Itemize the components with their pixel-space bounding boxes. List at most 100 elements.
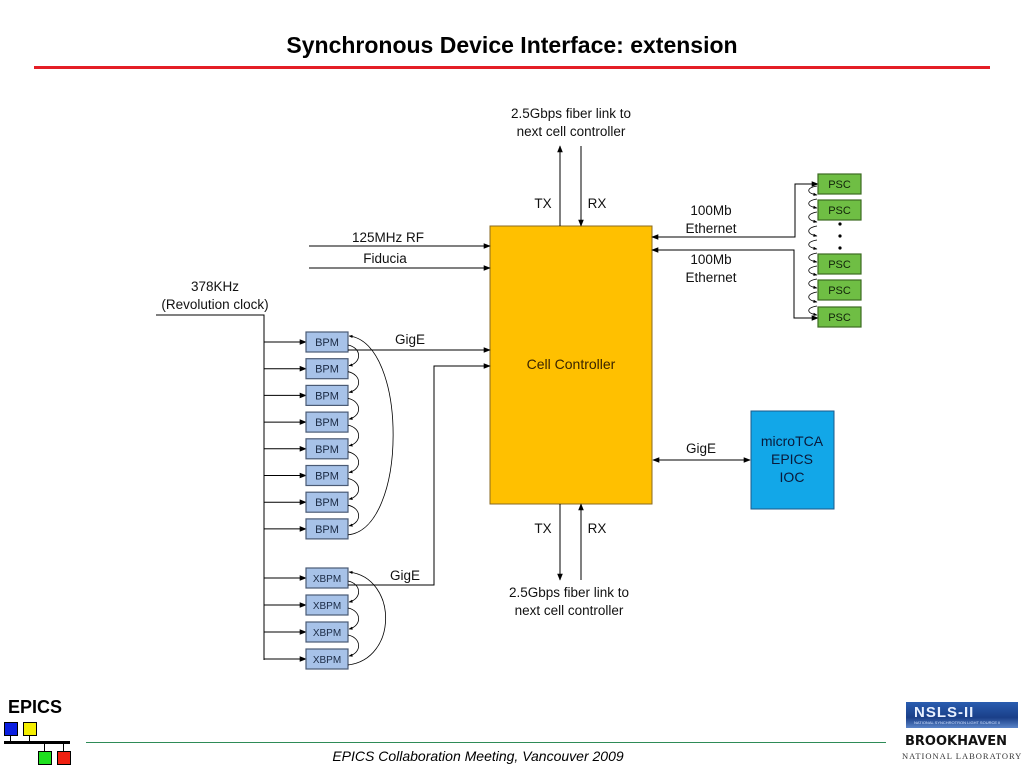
bpm-label: BPM [315,337,339,349]
psc-daisy-link [808,305,818,316]
ethernet-1-link [651,181,819,240]
ioc-label-line1: microTCA [761,433,824,449]
psc-label: PSC [828,312,851,324]
psc-box [817,173,862,195]
fiducia-label: Fiducia [363,251,407,266]
ethernet-1-label-line2: Ethernet [685,221,736,236]
microtca-ioc-box [750,410,835,510]
epics-logo-stub [10,735,11,741]
rev-clock-label-line2: (Revolution clock) [161,297,268,312]
psc-ellipsis-dot [838,246,842,250]
xbpm-box [305,621,349,643]
ethernet-2-link [651,247,819,321]
epics-logo: EPICS [4,697,74,767]
bpm-box [305,358,349,380]
psc-ellipsis-dot [838,222,842,226]
psc-label: PSC [828,205,851,217]
bottom-link-label-line1: 2.5Gbps fiber link to [509,585,629,600]
epics-logo-bus [4,741,70,744]
xbpm-gige-arrow [348,363,491,586]
xbpm-box [305,648,349,670]
rf-label: 125MHz RF [352,230,424,245]
xbpm-gige-label: GigE [390,568,420,583]
psc-daisy-link [808,239,818,250]
psc-daisy-link [808,252,818,263]
bnl-nsls-logo: NSLS-II NATIONAL SYNCHROTRON LIGHT SOURC… [900,702,1024,768]
top-link-label-line2: next cell controller [517,124,626,139]
bpm-box [305,438,349,460]
psc-daisy-link [808,225,818,237]
epics-logo-stub [63,744,64,751]
bpm-box [305,411,349,433]
xbpm-loop-link [347,570,387,666]
brookhaven-logo-subtitle: NATIONAL LABORATORY [902,751,1023,761]
xbpm-box [305,567,349,589]
bpm-daisy-link [347,398,360,420]
brookhaven-logo-text: BROOKHAVEN [905,734,1007,749]
bottom-tx-label: TX [534,521,551,536]
bpm-daisy-link [347,504,360,527]
cell-controller-box [489,225,653,505]
bpm-daisy-link [347,344,360,367]
bpm-daisy-link [347,478,360,500]
xbpm-label: XBPM [313,601,341,612]
psc-box [817,279,862,301]
bpm-box [305,331,349,353]
psc-daisy-link [808,278,818,289]
ethernet-1-label-line1: 100Mb [690,203,731,218]
bpm-daisy-link [347,451,360,474]
psc-ellipsis-dot [838,234,842,238]
block-diagram: Cell Controller 2.5Gbps fiber link to ne… [156,106,862,670]
bpm-label: BPM [315,524,339,536]
epics-logo-red-square [57,751,71,765]
epics-logo-stub [44,744,45,751]
bpm-box [305,518,349,540]
epics-logo-blue-square [4,722,18,736]
psc-daisy-link [808,291,818,303]
psc-label: PSC [828,259,851,271]
ethernet-2-label-line2: Ethernet [685,270,736,285]
rev-clock-bus [156,314,265,660]
top-rx-label: RX [588,196,607,211]
psc-daisy-link [808,211,818,223]
top-link-label-line1: 2.5Gbps fiber link to [511,106,631,121]
psc-box [817,306,862,328]
bpm-label: BPM [315,471,339,483]
psc-daisy-link [808,185,818,196]
bpm-loop-link [347,334,394,536]
bpm-daisy-link [347,371,360,394]
psc-daisy-link [808,265,818,276]
cell-controller-label: Cell Controller [527,356,616,372]
xbpm-daisy-link [347,607,360,630]
epics-logo-green-square [38,751,52,765]
bpm-box [305,384,349,406]
bpm-box [305,491,349,513]
psc-daisy-link [808,198,818,209]
bpm-label: BPM [315,497,339,509]
ioc-gige-label: GigE [686,441,716,456]
psc-box [817,253,862,275]
title-divider [34,66,990,69]
bpm-label: BPM [315,417,339,429]
ioc-label-line3: IOC [780,469,805,485]
xbpm-daisy-link [347,580,360,603]
footer-text: EPICS Collaboration Meeting, Vancouver 2… [332,748,624,764]
ethernet-2-label-line1: 100Mb [690,252,731,267]
top-tx-label: TX [534,196,551,211]
nsls-logo: NSLS-II [906,702,1018,728]
psc-label: PSC [828,179,851,191]
epics-logo-yellow-square [23,722,37,736]
psc-box [817,199,862,221]
bottom-link-label-line2: next cell controller [515,603,624,618]
xbpm-daisy-link [347,634,360,657]
nsls-logo-subtitle: NATIONAL SYNCHROTRON LIGHT SOURCE II [914,720,1001,725]
xbpm-label: XBPM [313,655,341,666]
bpm-daisy-link [347,424,360,447]
ioc-label-line2: EPICS [771,451,813,467]
bpm-label: BPM [315,444,339,456]
bpm-gige-label: GigE [395,332,425,347]
bpm-label: BPM [315,364,339,376]
epics-logo-stub [29,735,30,741]
